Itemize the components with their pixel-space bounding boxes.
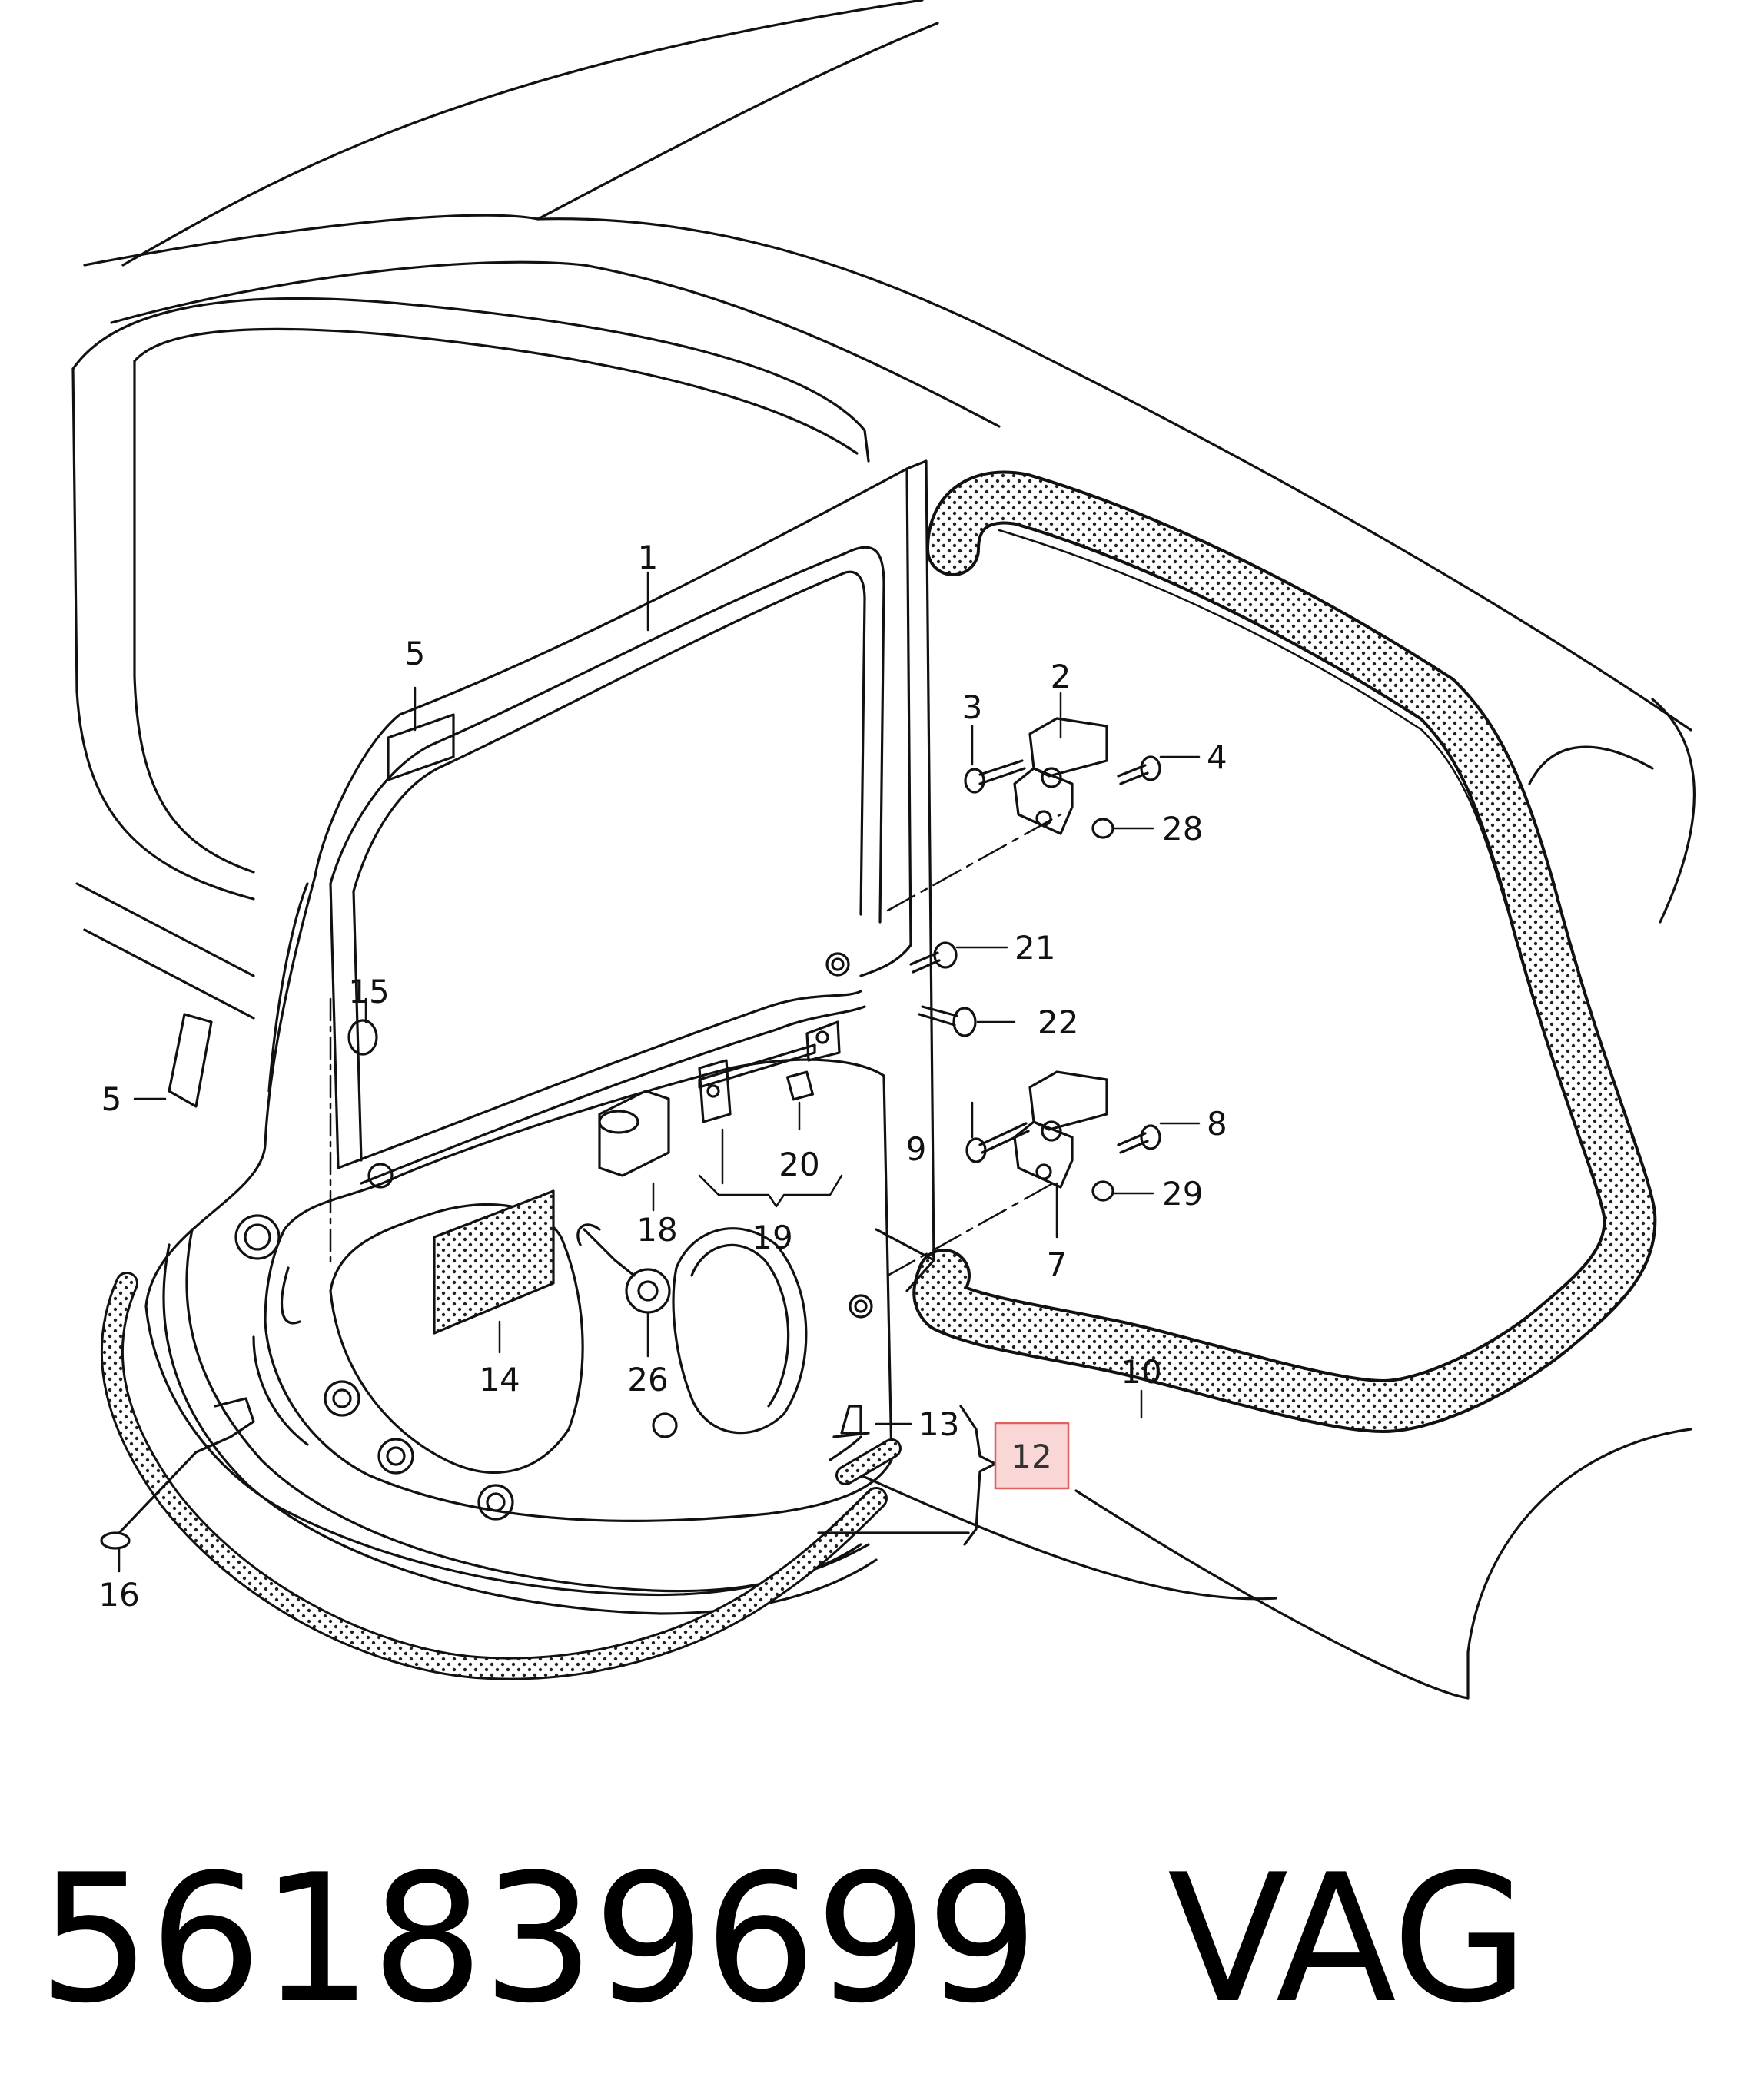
hinge-leader-lines: [886, 813, 1062, 1277]
front-seal-strip: [100, 1272, 888, 1680]
lock-housing: [598, 1090, 670, 1177]
callout-16: 16: [98, 1576, 139, 1614]
callout-3: 3: [962, 688, 983, 726]
callout-20: 20: [779, 1146, 819, 1183]
callout-5-upper: 5: [405, 635, 426, 672]
part-caption: 561839699 VAG: [38, 1837, 1529, 2042]
bolt-9: [965, 1122, 1030, 1163]
callout-2: 2: [1051, 658, 1071, 695]
callout-21: 21: [1015, 929, 1055, 967]
callout-13: 13: [918, 1405, 959, 1443]
callout-10: 10: [1121, 1353, 1161, 1391]
insulation-pad: [433, 1189, 555, 1335]
nut-28: [1091, 818, 1114, 839]
callout-labels: 1 2 3 4 5 5 7 8 9 10 12 13 14 15 16 18 1…: [98, 539, 1227, 1614]
upper-hinge: [1013, 717, 1108, 835]
callout-7: 7: [1047, 1246, 1068, 1283]
callout-26: 26: [627, 1361, 668, 1398]
brand-name: VAG: [1167, 1837, 1529, 2042]
sticker-5-upper: [387, 713, 455, 781]
sticker-5-lower: [168, 1013, 213, 1108]
clip-16: [100, 1397, 255, 1550]
parts-diagram: 1 2 3 4 5 5 7 8 9 10 12 13 14 15 16 18 1…: [71, 0, 1696, 1700]
bolt-3: [964, 759, 1026, 794]
callout-18: 18: [636, 1211, 677, 1249]
bolt-4: [1117, 755, 1161, 785]
plug-15: [347, 1019, 378, 1056]
callout-5-lower: 5: [101, 1080, 122, 1118]
stop-buffer-20: [785, 1070, 815, 1101]
grommet: [576, 1223, 671, 1314]
rear-door: [144, 459, 935, 1615]
bolt-21: [909, 941, 958, 974]
nut-29: [1091, 1180, 1114, 1202]
part-number: 561839699: [38, 1837, 1038, 2042]
highlight-box-12: [994, 1422, 1070, 1490]
callout-8: 8: [1207, 1105, 1227, 1143]
callout-28: 28: [1162, 810, 1203, 848]
callout-leaders: [118, 571, 1201, 1573]
bolt-8: [1117, 1124, 1161, 1154]
callout-9: 9: [906, 1130, 927, 1168]
clip-13: [832, 1405, 870, 1438]
car-body-outline: [71, 0, 1696, 1700]
callout-29: 29: [1162, 1175, 1203, 1213]
callout-12: 12: [1011, 1438, 1051, 1475]
lower-hinge: [1013, 1070, 1108, 1189]
bolt-22: [918, 1005, 977, 1037]
callout-22: 22: [1038, 1004, 1078, 1041]
callout-14: 14: [479, 1361, 520, 1398]
callout-19: 19: [752, 1219, 792, 1256]
callout-1: 1: [638, 539, 659, 576]
door-opening-seal: [912, 470, 1657, 1433]
callout-4: 4: [1207, 738, 1227, 776]
door-check-strap: [698, 1020, 841, 1123]
callout-15: 15: [348, 973, 389, 1010]
